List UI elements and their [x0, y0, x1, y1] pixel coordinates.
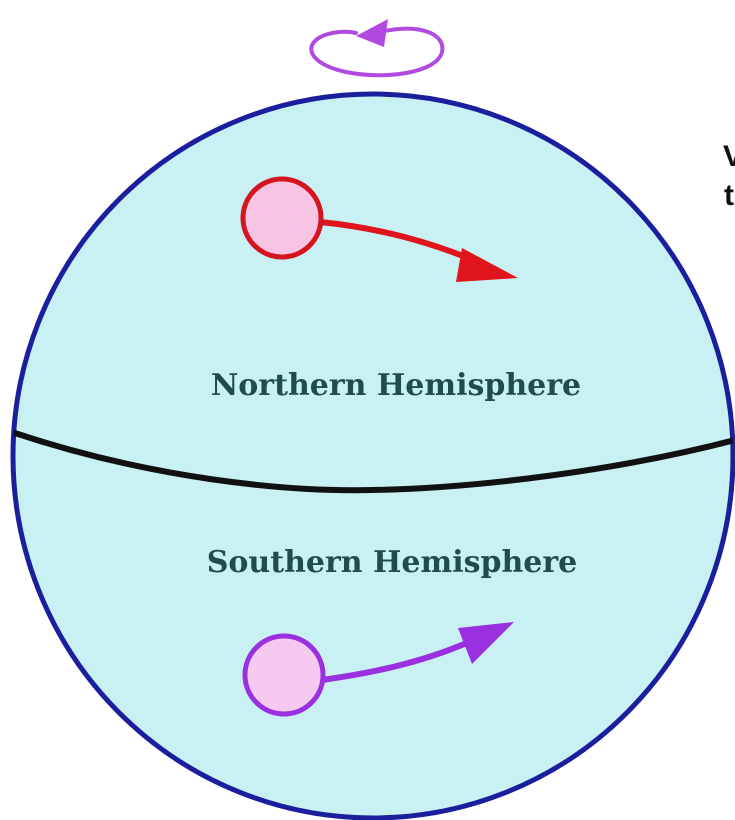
cropped-edge-glyph-bottom: t — [724, 179, 734, 212]
rotation-arrowhead — [356, 19, 388, 47]
cropped-edge-glyph-top: V — [723, 140, 735, 173]
southern-hemisphere-label: Southern Hemisphere — [207, 545, 578, 580]
northern-hemisphere-label: Northern Hemisphere — [211, 368, 581, 403]
globe — [13, 94, 733, 818]
rotation-arrow-icon — [311, 19, 442, 75]
north-moving-ball — [243, 179, 321, 257]
south-moving-ball — [245, 636, 323, 714]
